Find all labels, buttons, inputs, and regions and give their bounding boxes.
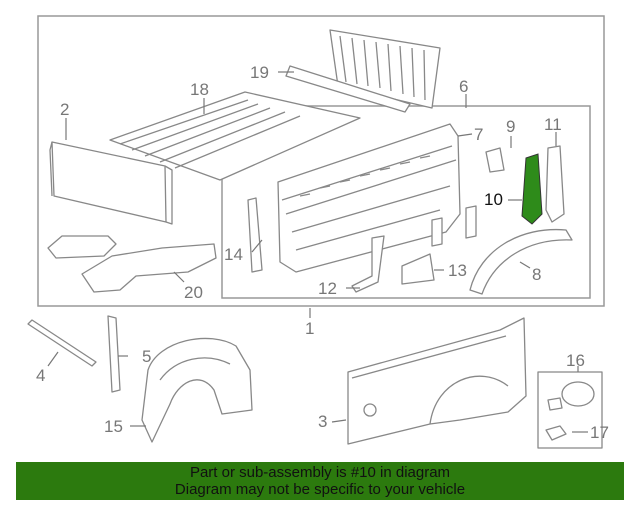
front-panel-part [49, 141, 173, 225]
tailgate-part [285, 29, 441, 113]
highlighted-part-10 [521, 153, 543, 225]
wheelhouse-part [141, 337, 253, 443]
callout-14: 14 [224, 245, 243, 264]
banner-line-1: Part or sub-assembly is #10 in diagram [189, 464, 451, 481]
callout-13: 13 [448, 261, 467, 280]
bed-floor-part [109, 91, 361, 181]
floor-mat-part [47, 235, 217, 293]
outer-bedside-part [347, 317, 527, 445]
rod-4-part [27, 319, 97, 367]
callout-20: 20 [184, 283, 203, 302]
callout-11: 11 [544, 115, 562, 134]
callout-17: 17 [590, 423, 609, 442]
info-banner: Part or sub-assembly is #10 in diagram D… [16, 462, 624, 500]
callout-12: 12 [318, 279, 337, 298]
callout-5: 5 [142, 347, 151, 366]
callout-6: 6 [459, 77, 468, 96]
bracket-11-part [545, 145, 565, 223]
bracket-13-part [401, 253, 435, 285]
parts-diagram: 1 2 3 4 5 6 7 8 9 10 11 12 13 14 15 16 1… [27, 15, 609, 449]
callout-2: 2 [60, 100, 69, 119]
callout-7: 7 [474, 125, 483, 144]
fuel-door-part [537, 371, 603, 449]
bracket-9-part [485, 147, 505, 173]
callout-1: 1 [305, 319, 314, 338]
callout-16: 16 [566, 351, 585, 370]
callout-8: 8 [532, 265, 541, 284]
callout-19: 19 [250, 63, 269, 82]
bedside-inner-panel-part [277, 123, 461, 273]
banner-line-2: Diagram may not be specific to your vehi… [174, 481, 466, 498]
outer-frame [37, 15, 605, 307]
wheel-flare-part [469, 228, 573, 295]
pillar-part [247, 197, 263, 273]
callout-15: 15 [104, 417, 123, 436]
callout-10: 10 [484, 190, 503, 209]
callout-4: 4 [36, 366, 45, 385]
bracket-12-part [351, 235, 385, 293]
callout-18: 18 [190, 80, 209, 99]
callout-9: 9 [506, 117, 515, 136]
rod-5-part [107, 315, 121, 393]
callout-3: 3 [318, 412, 327, 431]
small-bracket-part [431, 205, 477, 247]
